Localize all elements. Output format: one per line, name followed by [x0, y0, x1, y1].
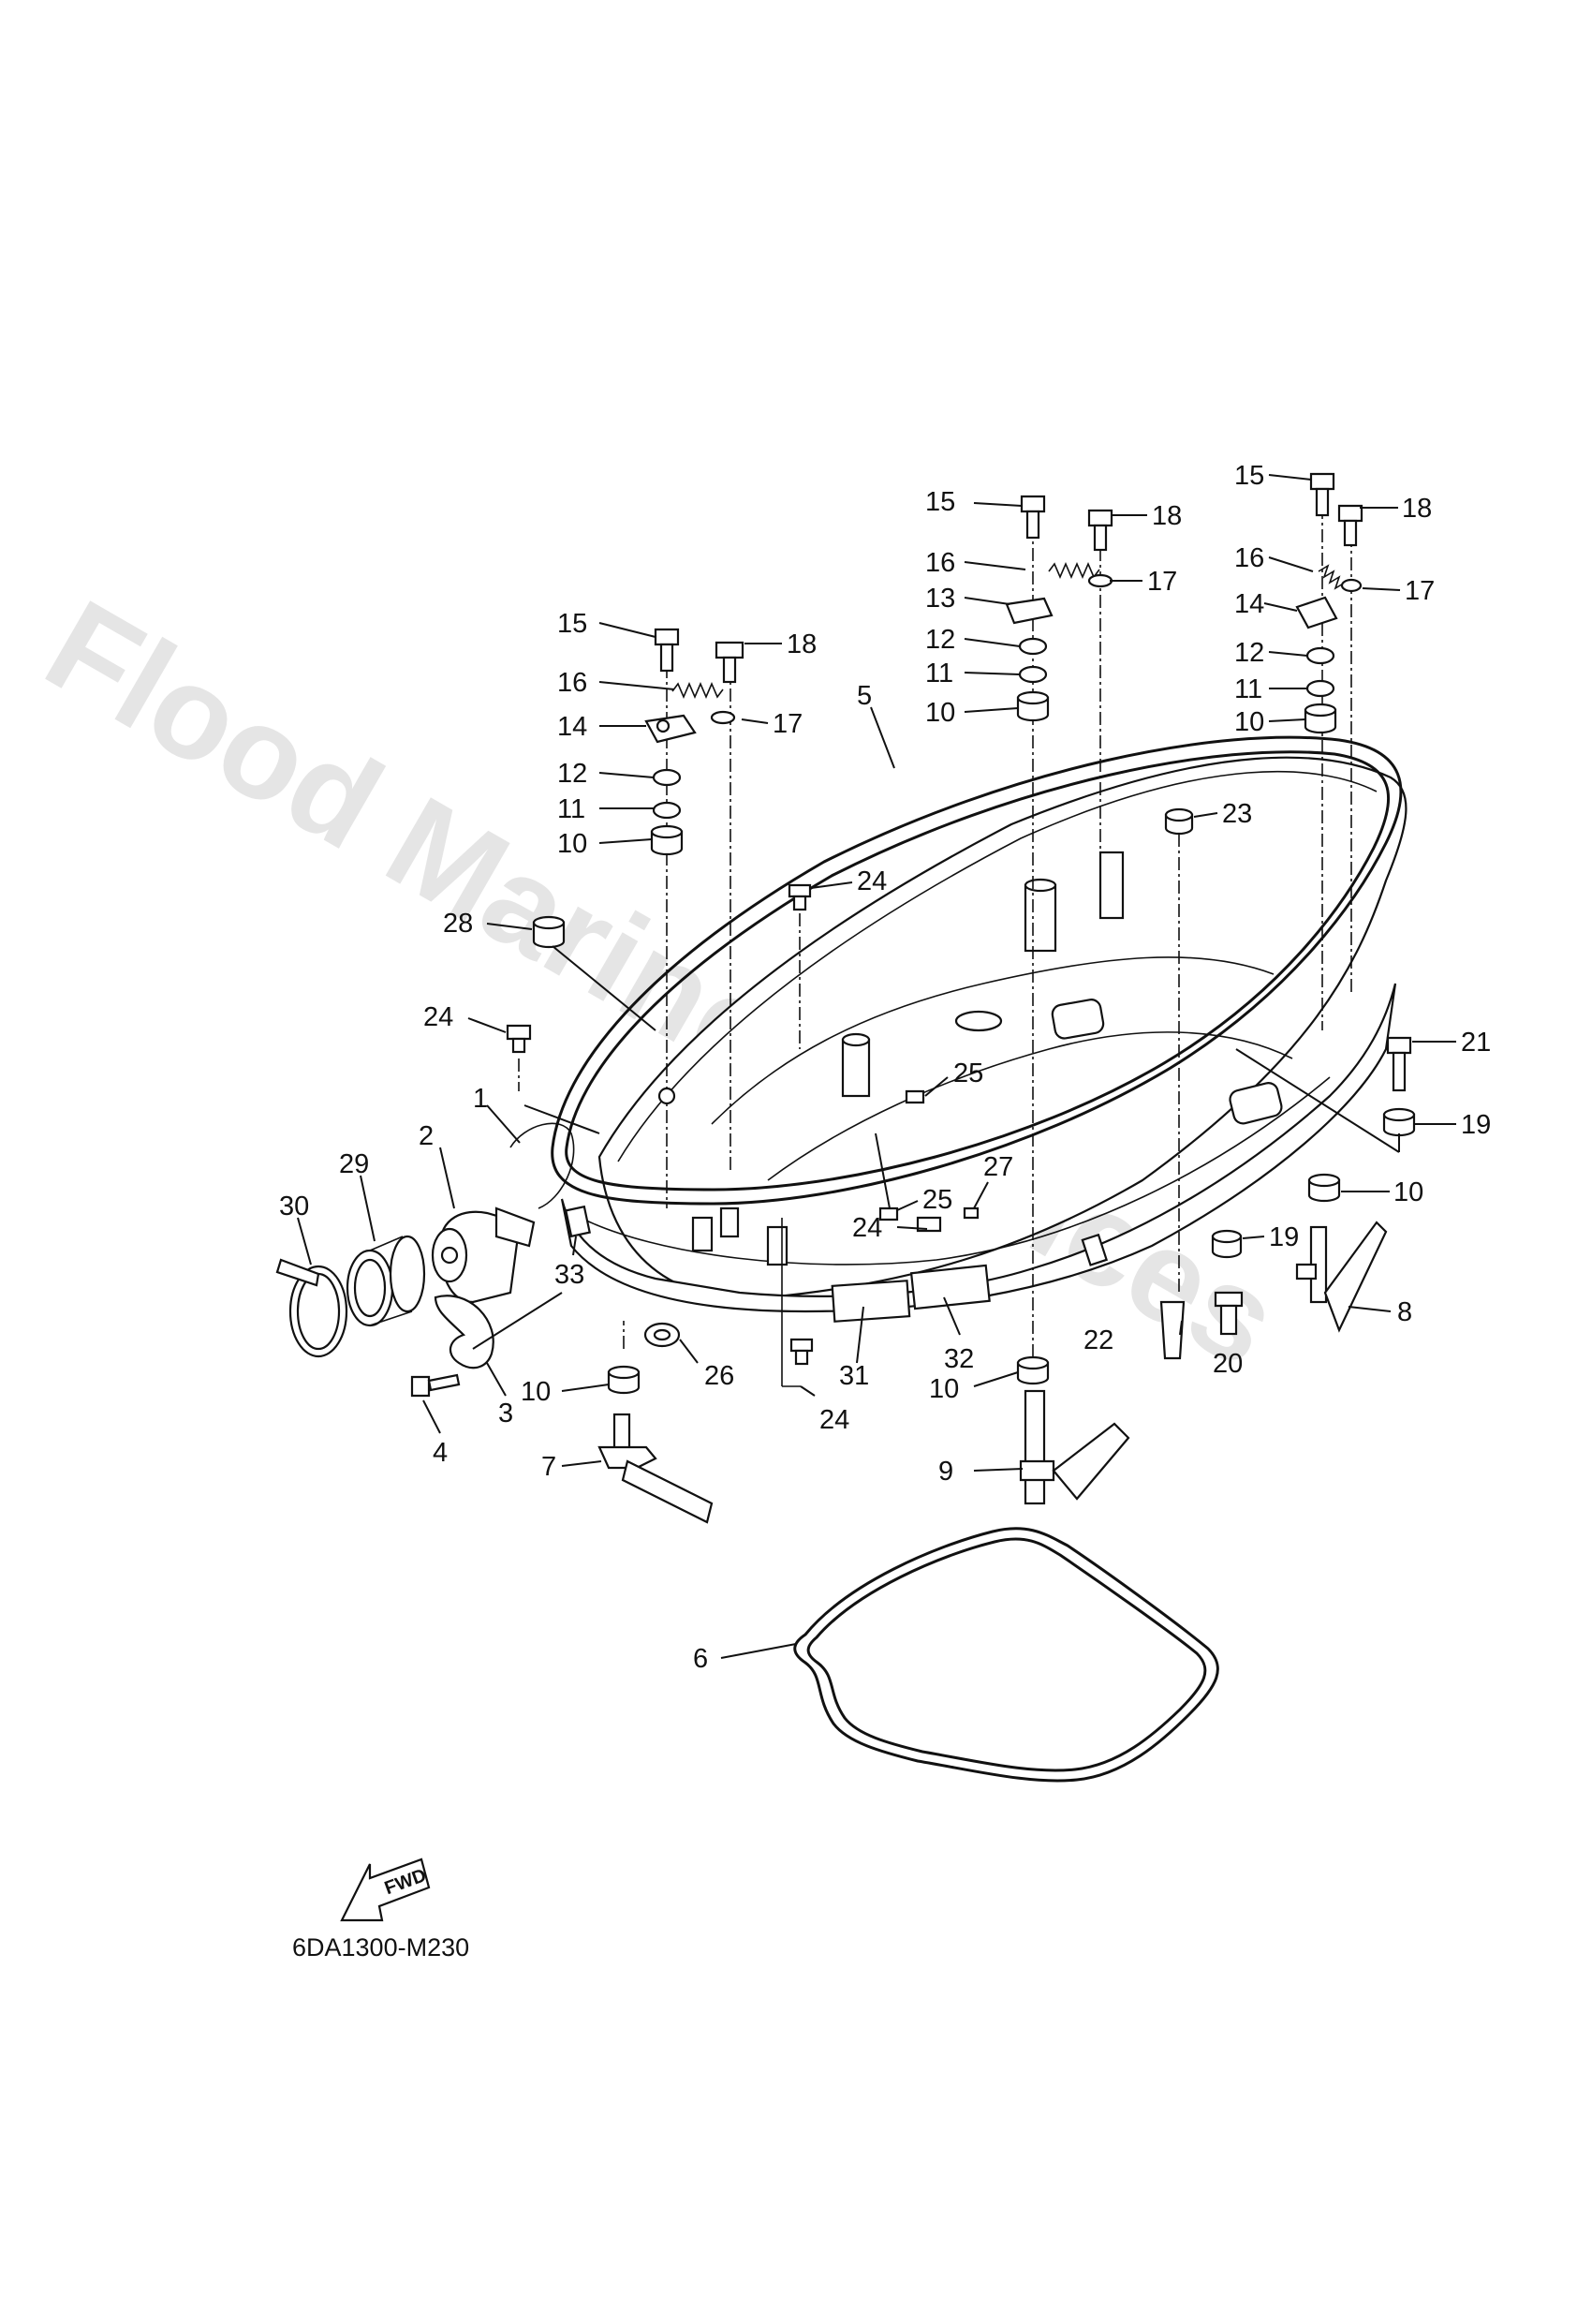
label-18: 18 [1152, 501, 1182, 531]
fwd-arrow-icon: FWD [340, 1858, 431, 1922]
label-16: 16 [557, 668, 587, 698]
label-10: 10 [557, 829, 587, 859]
lock-lever-8 [1295, 1221, 1388, 1333]
label-21: 21 [1461, 1028, 1491, 1058]
label-16: 16 [1234, 543, 1264, 573]
label-3: 3 [498, 1399, 513, 1428]
lock-lever-7 [597, 1413, 714, 1524]
label-24: 24 [423, 1002, 453, 1032]
label-14: 14 [1234, 589, 1264, 619]
label-12: 12 [925, 625, 955, 655]
label-22: 22 [1083, 1325, 1113, 1355]
label-20: 20 [1213, 1349, 1243, 1379]
label-15: 15 [925, 487, 955, 517]
label-11: 11 [1234, 674, 1262, 704]
label-11: 11 [925, 659, 953, 688]
label-10: 10 [925, 698, 955, 728]
part-labels: 15 18 16 17 14 12 11 10 15 18 16 17 13 1… [279, 461, 1491, 1674]
label-33: 33 [554, 1260, 584, 1290]
label-2: 2 [419, 1121, 434, 1151]
lock-lever-9 [1019, 1389, 1130, 1505]
label-7: 7 [541, 1452, 556, 1482]
label-15: 15 [557, 609, 587, 639]
label-25: 25 [922, 1185, 952, 1215]
label-17: 17 [1405, 576, 1435, 606]
label-10: 10 [1234, 707, 1264, 737]
label-32: 32 [944, 1344, 974, 1374]
label-24: 24 [852, 1213, 882, 1243]
label-9: 9 [938, 1457, 953, 1487]
label-12: 12 [1234, 638, 1264, 668]
label-23: 23 [1222, 799, 1252, 829]
grommet-assembly [275, 1122, 591, 1398]
label-1: 1 [473, 1084, 488, 1114]
label-26: 26 [704, 1361, 734, 1391]
label-10: 10 [1393, 1177, 1423, 1207]
label-13: 13 [925, 584, 955, 614]
label-5: 5 [857, 681, 872, 711]
label-11: 11 [557, 794, 585, 824]
bottom-cowling [560, 756, 1408, 1323]
small-parts [506, 807, 1416, 1395]
label-25: 25 [953, 1058, 983, 1088]
label-6: 6 [693, 1644, 708, 1674]
fastener-stack-left [644, 628, 744, 1208]
label-16: 16 [925, 548, 955, 578]
label-19: 19 [1269, 1222, 1299, 1252]
fastener-stack-right [1295, 472, 1363, 1030]
label-24: 24 [857, 866, 887, 896]
label-18: 18 [1402, 494, 1432, 524]
label-8: 8 [1397, 1297, 1412, 1327]
label-17: 17 [1147, 567, 1177, 597]
label-14: 14 [557, 712, 587, 742]
label-27: 27 [983, 1152, 1013, 1182]
label-17: 17 [773, 709, 803, 739]
label-10: 10 [929, 1374, 959, 1404]
label-18: 18 [787, 629, 817, 659]
label-31: 31 [839, 1361, 869, 1391]
label-12: 12 [557, 759, 587, 789]
label-28: 28 [443, 909, 473, 939]
label-29: 29 [339, 1149, 369, 1179]
diagram-code: 6DA1300-M230 [292, 1933, 469, 1961]
leader-lines [297, 474, 1456, 1659]
label-10: 10 [521, 1377, 551, 1407]
label-15: 15 [1234, 461, 1264, 491]
label-24: 24 [819, 1405, 849, 1435]
label-4: 4 [433, 1438, 448, 1468]
label-19: 19 [1461, 1110, 1491, 1140]
label-30: 30 [279, 1192, 309, 1221]
seal-ring-lower [793, 1527, 1219, 1783]
